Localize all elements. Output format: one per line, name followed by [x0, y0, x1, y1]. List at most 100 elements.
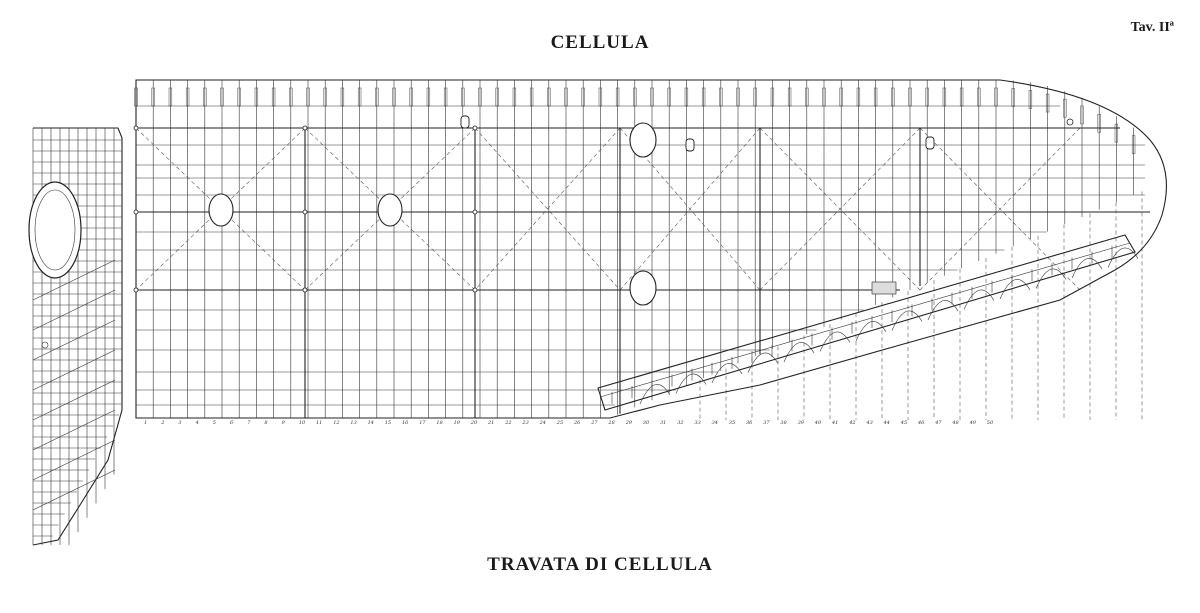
rib-number: 25	[556, 420, 563, 426]
fuselage-brace	[32, 289, 116, 331]
rib-number: 13	[350, 420, 356, 426]
spar-lightening-arch	[927, 300, 959, 321]
rib-number: 28	[607, 420, 614, 426]
rib-number: 35	[729, 420, 735, 426]
rib-number: 31	[660, 420, 666, 426]
rib-number: 4	[195, 420, 199, 426]
wing-details	[133, 115, 1074, 306]
rib-number: 38	[780, 420, 786, 426]
rib-number: 14	[368, 420, 374, 426]
rib-number: 40	[814, 420, 822, 426]
fuselage-brace	[32, 469, 116, 511]
rib-number: 26	[573, 420, 581, 426]
rib-cap	[1063, 98, 1067, 118]
rib-number: 8	[264, 420, 267, 426]
fuselage-hatch	[28, 181, 82, 279]
rib-number: 1	[144, 420, 147, 426]
rib-number: 7	[247, 420, 251, 426]
spar-joint	[472, 125, 478, 131]
spar-lightening-arch	[711, 363, 743, 384]
spar-joint	[472, 209, 478, 215]
rib-number: 46	[917, 420, 925, 426]
rib-number: 45	[900, 420, 907, 426]
rib-cap	[1011, 88, 1015, 107]
drag-brace	[474, 127, 621, 291]
rib-number: 10	[299, 420, 306, 426]
inspection-oval	[377, 193, 403, 227]
spar-lightening-arch	[1035, 268, 1067, 289]
rib-number: 47	[934, 420, 942, 426]
spar-joint	[302, 209, 308, 215]
tip-fitting	[1066, 118, 1074, 126]
spar-joint	[133, 287, 139, 293]
inspection-oval	[629, 122, 657, 158]
drag-brace	[619, 127, 761, 291]
rib-number: 20	[470, 420, 478, 426]
rib-cap	[1028, 90, 1033, 109]
rib-number: 15	[385, 420, 391, 426]
fuselage-brace	[32, 349, 116, 391]
fuselage-brace	[32, 319, 116, 361]
rib-number: 37	[763, 420, 770, 426]
rib-number: 42	[848, 420, 855, 426]
spar-lightening-arch	[855, 321, 887, 342]
hinge-fitting	[460, 115, 470, 129]
spar-lightening-arch	[747, 352, 779, 373]
rib-number: 48	[951, 420, 958, 426]
spar-joint	[472, 287, 478, 293]
rib-number: 43	[865, 420, 872, 426]
spar-lightening-arch	[1107, 247, 1139, 268]
plate-label: Tav. IIª	[1130, 20, 1174, 35]
fuselage-brace	[32, 439, 116, 481]
spar-joint	[302, 125, 308, 131]
fuselage-brace	[32, 379, 116, 421]
rib-cap	[1045, 93, 1050, 113]
rib-number: 39	[798, 420, 805, 426]
rib-number: 6	[230, 420, 234, 426]
rib-number: 9	[282, 420, 286, 426]
rib-number: 18	[436, 420, 442, 426]
rib-number: 49	[969, 420, 977, 426]
hinge-fitting	[685, 138, 695, 152]
fuselage-outline	[32, 127, 123, 546]
spar-lightening-arch	[819, 331, 851, 352]
spar-lightening-arch	[675, 373, 707, 394]
rib-number: 41	[831, 420, 838, 426]
rib-cap	[1114, 123, 1119, 143]
wing-planform-outline	[135, 79, 1167, 419]
rib-number: 36	[746, 420, 753, 426]
rib-number: 50	[987, 420, 994, 426]
drag-brace	[919, 127, 1081, 291]
fuselage-brace	[32, 409, 116, 451]
rib-number: 30	[643, 420, 650, 426]
fuselage-section	[28, 127, 123, 546]
rib-cap	[1131, 135, 1136, 154]
rib-number: 23	[521, 420, 528, 426]
spar-flange	[599, 242, 1131, 398]
rib-number: 34	[712, 420, 718, 426]
spar-joint	[302, 287, 308, 293]
rib-cap	[1097, 113, 1101, 133]
hinge-fitting	[925, 136, 935, 150]
wing-spar-truss	[597, 234, 1139, 411]
spar-joint	[133, 209, 139, 215]
rib-number: 32	[677, 420, 683, 426]
spar-lightening-arch	[891, 310, 923, 331]
drawing-caption: TRAVATA DI CELLULA	[487, 554, 713, 575]
spar-lightening-arch	[1071, 258, 1103, 279]
rib-number: 21	[487, 420, 494, 426]
rib-number: 17	[419, 420, 426, 426]
fuselage-hatch-inner	[34, 189, 76, 271]
spar-joint	[133, 125, 139, 131]
rib-number: 22	[504, 420, 511, 426]
rib-number: 3	[178, 420, 181, 426]
fuselage-brace	[32, 259, 116, 301]
rib-number: 11	[316, 420, 322, 426]
fuselage-fitting	[41, 341, 49, 349]
drag-brace	[759, 127, 921, 291]
spar-lightening-arch	[783, 342, 815, 363]
rib-number: 24	[539, 420, 546, 426]
spar-splice	[871, 281, 897, 295]
